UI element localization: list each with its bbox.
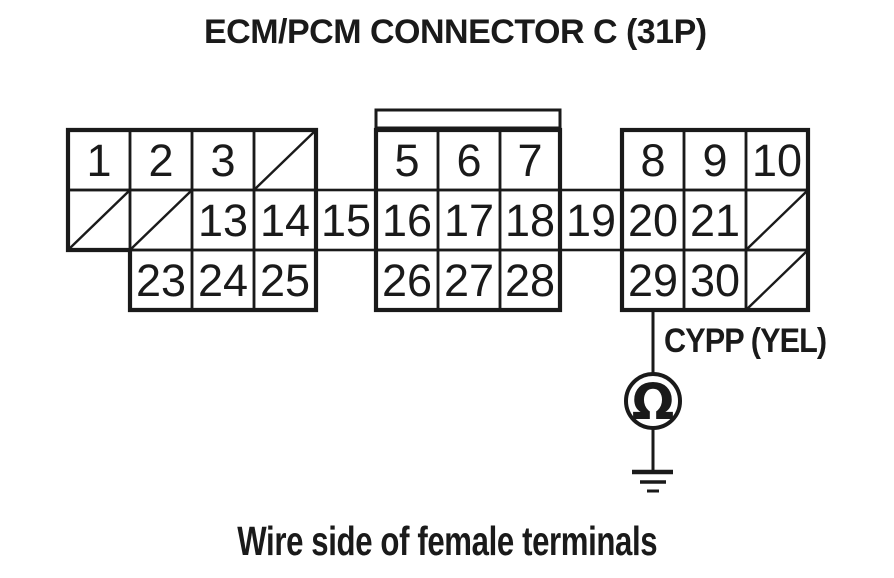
pin-number: 2: [148, 135, 173, 186]
pin-number: 27: [444, 255, 494, 306]
pin-number: 30: [690, 255, 740, 306]
pin-number: 6: [456, 135, 481, 186]
pin-number: 19: [566, 195, 616, 246]
pin-number: 24: [198, 255, 248, 306]
right-block-outline: [619, 127, 811, 313]
pin-number: 8: [640, 135, 665, 186]
blank-diagonal: [130, 190, 192, 250]
pin-number: 29: [628, 255, 678, 306]
pin-number: 16: [382, 195, 432, 246]
pin-number: 9: [702, 135, 727, 186]
wire-label: CYPP (YEL): [664, 322, 827, 360]
pin-number: 13: [198, 195, 248, 246]
pin-number: 5: [394, 135, 419, 186]
pin-number: 17: [444, 195, 494, 246]
pin-number: 20: [628, 195, 678, 246]
probe-circuit: Ω: [624, 310, 682, 493]
diagram-caption: Wire side of female terminals: [237, 518, 657, 564]
pin-number: 23: [136, 255, 186, 306]
blank-diagonal: [254, 130, 316, 190]
pin-number: 28: [505, 255, 555, 306]
pin-number: 3: [210, 135, 235, 186]
diagram-title: ECM/PCM CONNECTOR C (31P): [204, 13, 707, 51]
pin-number: 18: [505, 195, 555, 246]
middle-block-outline: [373, 127, 563, 313]
pin-number: 25: [260, 255, 310, 306]
blank-diagonal: [746, 190, 808, 250]
pin-number: 26: [382, 255, 432, 306]
pin-number: 1: [86, 135, 111, 186]
ground-icon: [632, 469, 673, 493]
pin-number: 14: [260, 195, 310, 246]
middle-block-tab: [374, 108, 562, 130]
ohm-symbol: Ω: [632, 373, 675, 431]
left-block-outline: [65, 127, 319, 313]
pin-number: 21: [690, 195, 740, 246]
blank-diagonal: [68, 190, 130, 250]
pin-number: 10: [752, 135, 802, 186]
pin-number: 15: [321, 195, 371, 246]
blank-diagonal: [746, 250, 808, 310]
pin-number: 7: [517, 135, 542, 186]
